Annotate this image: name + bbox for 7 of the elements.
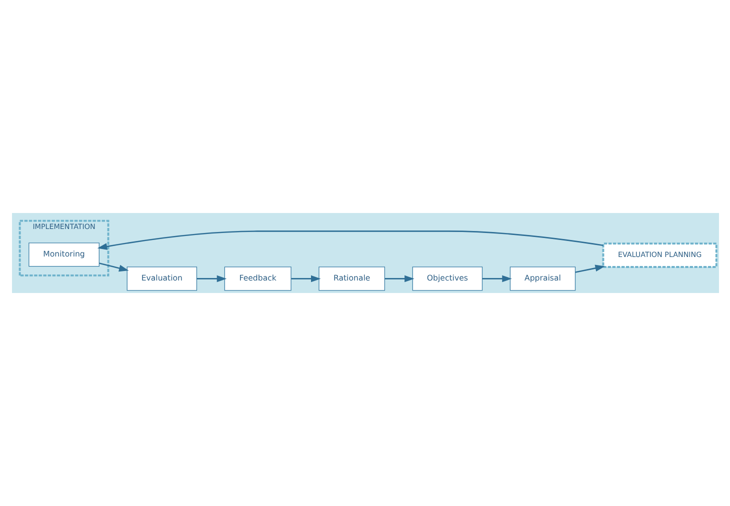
arrow [574,264,605,273]
arrow [384,275,414,282]
arrow [290,275,320,282]
arrow [96,230,603,250]
arrow [482,275,512,282]
arrow [196,275,226,282]
arrow [98,262,128,272]
